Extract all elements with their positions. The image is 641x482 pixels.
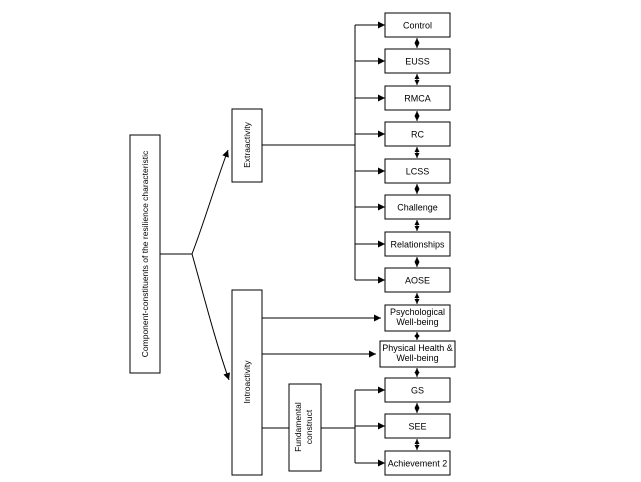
extra-item-label: EUSS [405,57,430,67]
intro-item-label: Well-being [396,353,438,363]
extra-item-box [384,121,451,147]
extra-item-label: RMCA [404,94,431,104]
extra-item-box [384,194,451,220]
extra-item-box [384,12,451,38]
extra-label: Extraactivity [242,121,252,168]
extra-item-box [384,267,451,293]
intro-label: Introactivity [242,360,252,404]
extra-item-label: Challenge [397,203,438,213]
extra-item-label: LCSS [406,167,430,177]
fund-arrows [355,386,385,467]
intro-item-label: Physical Health & [382,343,453,353]
extra-box [231,108,263,183]
intro-box [231,289,263,476]
fund-item-box [384,413,451,439]
intro-item-label: Well-being [396,317,438,327]
extra-item-label: RC [411,130,424,140]
extra-item-label: Relationships [390,240,445,250]
fund-item-label: GS [411,386,424,396]
extra-item-label: Control [403,21,432,31]
fund-item-box [384,450,451,476]
root-box [129,134,161,374]
extra-item-box [384,158,451,184]
extra-item-box [384,85,451,111]
curve-to-intro [191,253,230,381]
intro-item-box [379,340,456,368]
intro-item-label: Psychological [390,307,445,317]
fundamental-label-line2: construct [304,409,314,444]
extra-item-box [384,231,451,257]
curve-to-extra [191,149,229,255]
root-label: Component-constituents of the resilience… [140,150,150,357]
fundamental-label-line1: Fundamental [293,402,303,452]
fund-boxes: GS SEE Achievement 2 [384,377,451,476]
fund-item-box [384,377,451,403]
fund-item-label: Achievement 2 [388,459,448,469]
extra-item-box [384,48,451,74]
extra-arrows [355,21,385,284]
fund-item-label: SEE [408,422,426,432]
extra-item-label: AOSE [405,276,430,286]
intro-item-box [384,304,451,332]
